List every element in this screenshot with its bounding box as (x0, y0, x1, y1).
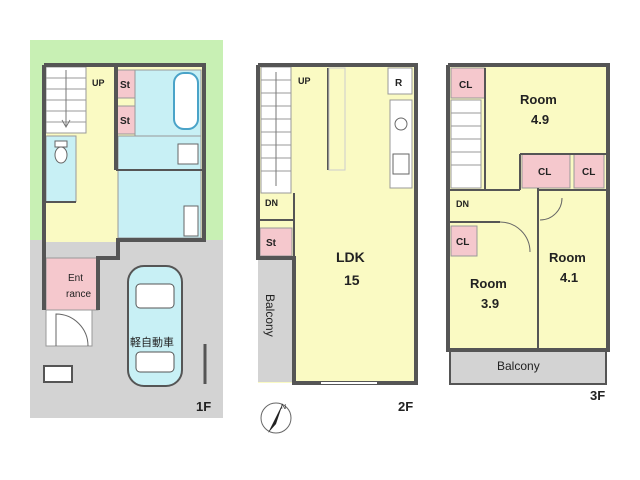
closet-3f-4 (450, 225, 478, 257)
walls-1f (42, 63, 206, 310)
compass-label: N (281, 404, 286, 411)
down-label-2f: DN (265, 198, 278, 208)
entrance-label-1: Ent (68, 273, 83, 284)
stove-icon (394, 117, 408, 131)
room-a-label: Room (520, 92, 557, 107)
closet-3f-3 (573, 153, 605, 189)
floor-label-3f: 3F (590, 388, 605, 403)
kitchen-counter (389, 99, 413, 189)
up-label-2f: UP (298, 76, 311, 86)
ac-unit-1f (43, 365, 73, 383)
up-label-1f: UP (92, 78, 105, 88)
floor-label-2f: 2F (398, 399, 413, 414)
bathtub-icon (173, 72, 199, 130)
floor-3f: CL CL CL CL DN Room 4.9 Room 4.1 Room 3.… (446, 63, 610, 403)
walls-2f (256, 63, 418, 385)
room-b-size-label: 4.1 (560, 270, 578, 285)
balcony-2f (258, 258, 294, 382)
refrigerator-space (387, 67, 413, 95)
ldk-label: LDK (336, 249, 365, 265)
balcony-label-3f: Balcony (497, 359, 540, 373)
porch (45, 309, 93, 347)
floor-2f: UP DN R St LDK 15 Balcony 2F (256, 63, 418, 414)
closet-3f-2 (521, 153, 571, 189)
down-label-3f: DN (456, 199, 469, 209)
sink-icon (392, 153, 410, 175)
closet-3f-1 (450, 67, 486, 99)
closet-label-3f-4: CL (456, 237, 469, 248)
storage-2f (259, 227, 293, 257)
room-b-label: Room (549, 250, 586, 265)
door-swing-3f-1 (499, 221, 531, 253)
walls-3f (446, 63, 610, 352)
toilet-icon (54, 146, 68, 164)
washbasin-icon (183, 205, 199, 237)
floor-label-1f: 1F (196, 399, 211, 414)
car-label: 軽自動車 (130, 335, 174, 349)
balcony-3f (449, 349, 607, 385)
hallway-1f (46, 202, 116, 242)
balcony-label-2f: Balcony (263, 294, 277, 337)
closet-label-3f-2: CL (538, 167, 551, 178)
closet-label-3f-3: CL (582, 167, 595, 178)
room-c-size-label: 3.9 (481, 296, 499, 311)
storage-label-1f-2: St (120, 116, 131, 127)
entrance-label-2: rance (66, 289, 91, 300)
door-swing-3f-2 (539, 197, 563, 221)
floor-1f: UP St St Ent rance (30, 40, 223, 418)
storage-label-1f-1: St (120, 80, 131, 91)
stair-3f (450, 99, 482, 189)
ldk-size-label: 15 (344, 272, 360, 288)
stair-1f (45, 66, 87, 134)
storage-label-2f: St (266, 238, 277, 249)
car-icon (127, 265, 183, 387)
entrance-door-icon (55, 313, 89, 347)
compass-icon: N (260, 402, 292, 434)
room-c-label: Room (470, 276, 507, 291)
entrance (45, 257, 99, 311)
closet-label-3f-1: CL (459, 80, 472, 91)
room-a-size-label: 4.9 (531, 112, 549, 127)
hallway-3f (451, 190, 533, 220)
refrigerator-label: R (395, 78, 403, 89)
stair-2f (260, 66, 292, 194)
